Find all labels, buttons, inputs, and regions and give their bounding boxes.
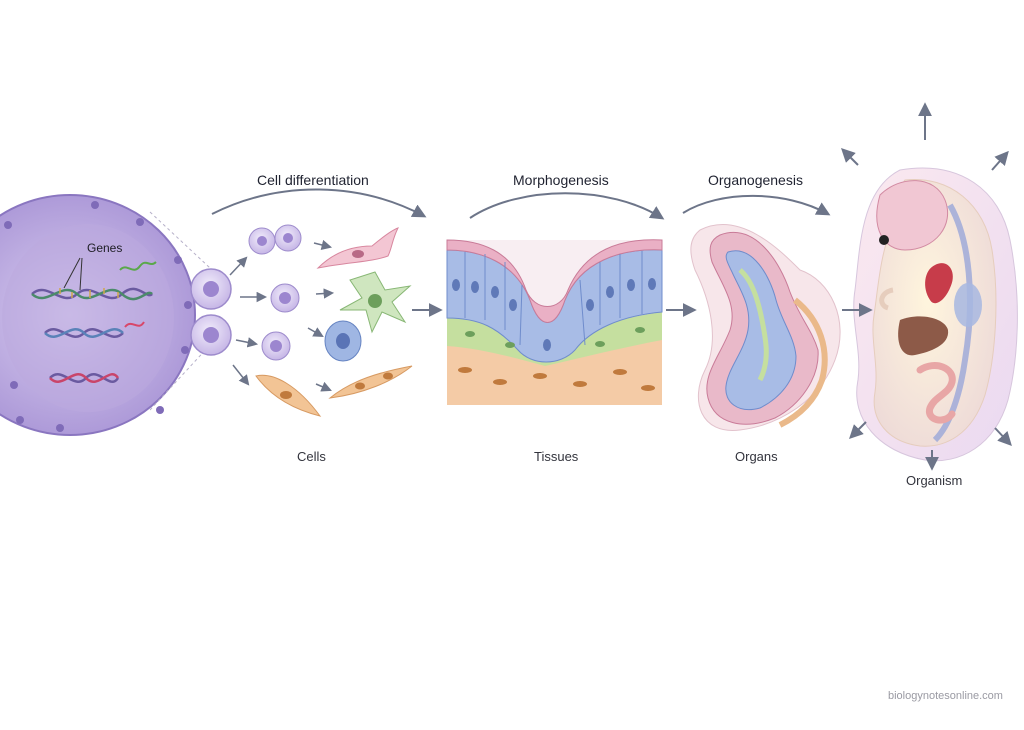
genes-label: Genes (87, 241, 123, 255)
organs-label: Organs (735, 449, 778, 464)
dna-helix (31, 287, 153, 301)
organism-illustration (853, 167, 1018, 462)
tissues-label: Tissues (534, 449, 579, 464)
cell-differentiation-label: Cell differentiation (257, 172, 369, 188)
organism-growth-arrows (841, 102, 1012, 471)
organogenesis-label: Organogenesis (708, 172, 803, 188)
dna-helix (44, 321, 145, 338)
tissue-illustration (446, 239, 663, 405)
cells-label: Cells (297, 449, 326, 464)
morphogenesis-label: Morphogenesis (513, 172, 609, 188)
cells-illustration (190, 224, 413, 417)
dna-helix (49, 373, 120, 383)
zoom-lines (149, 211, 211, 411)
organism-label: Organism (906, 473, 963, 488)
differentiation-arrows (229, 239, 335, 392)
nucleus-illustration (0, 194, 196, 436)
source-credit: biologynotesonline.com (888, 690, 1003, 702)
process-arrows (211, 188, 873, 317)
organ-illustration (690, 224, 841, 431)
